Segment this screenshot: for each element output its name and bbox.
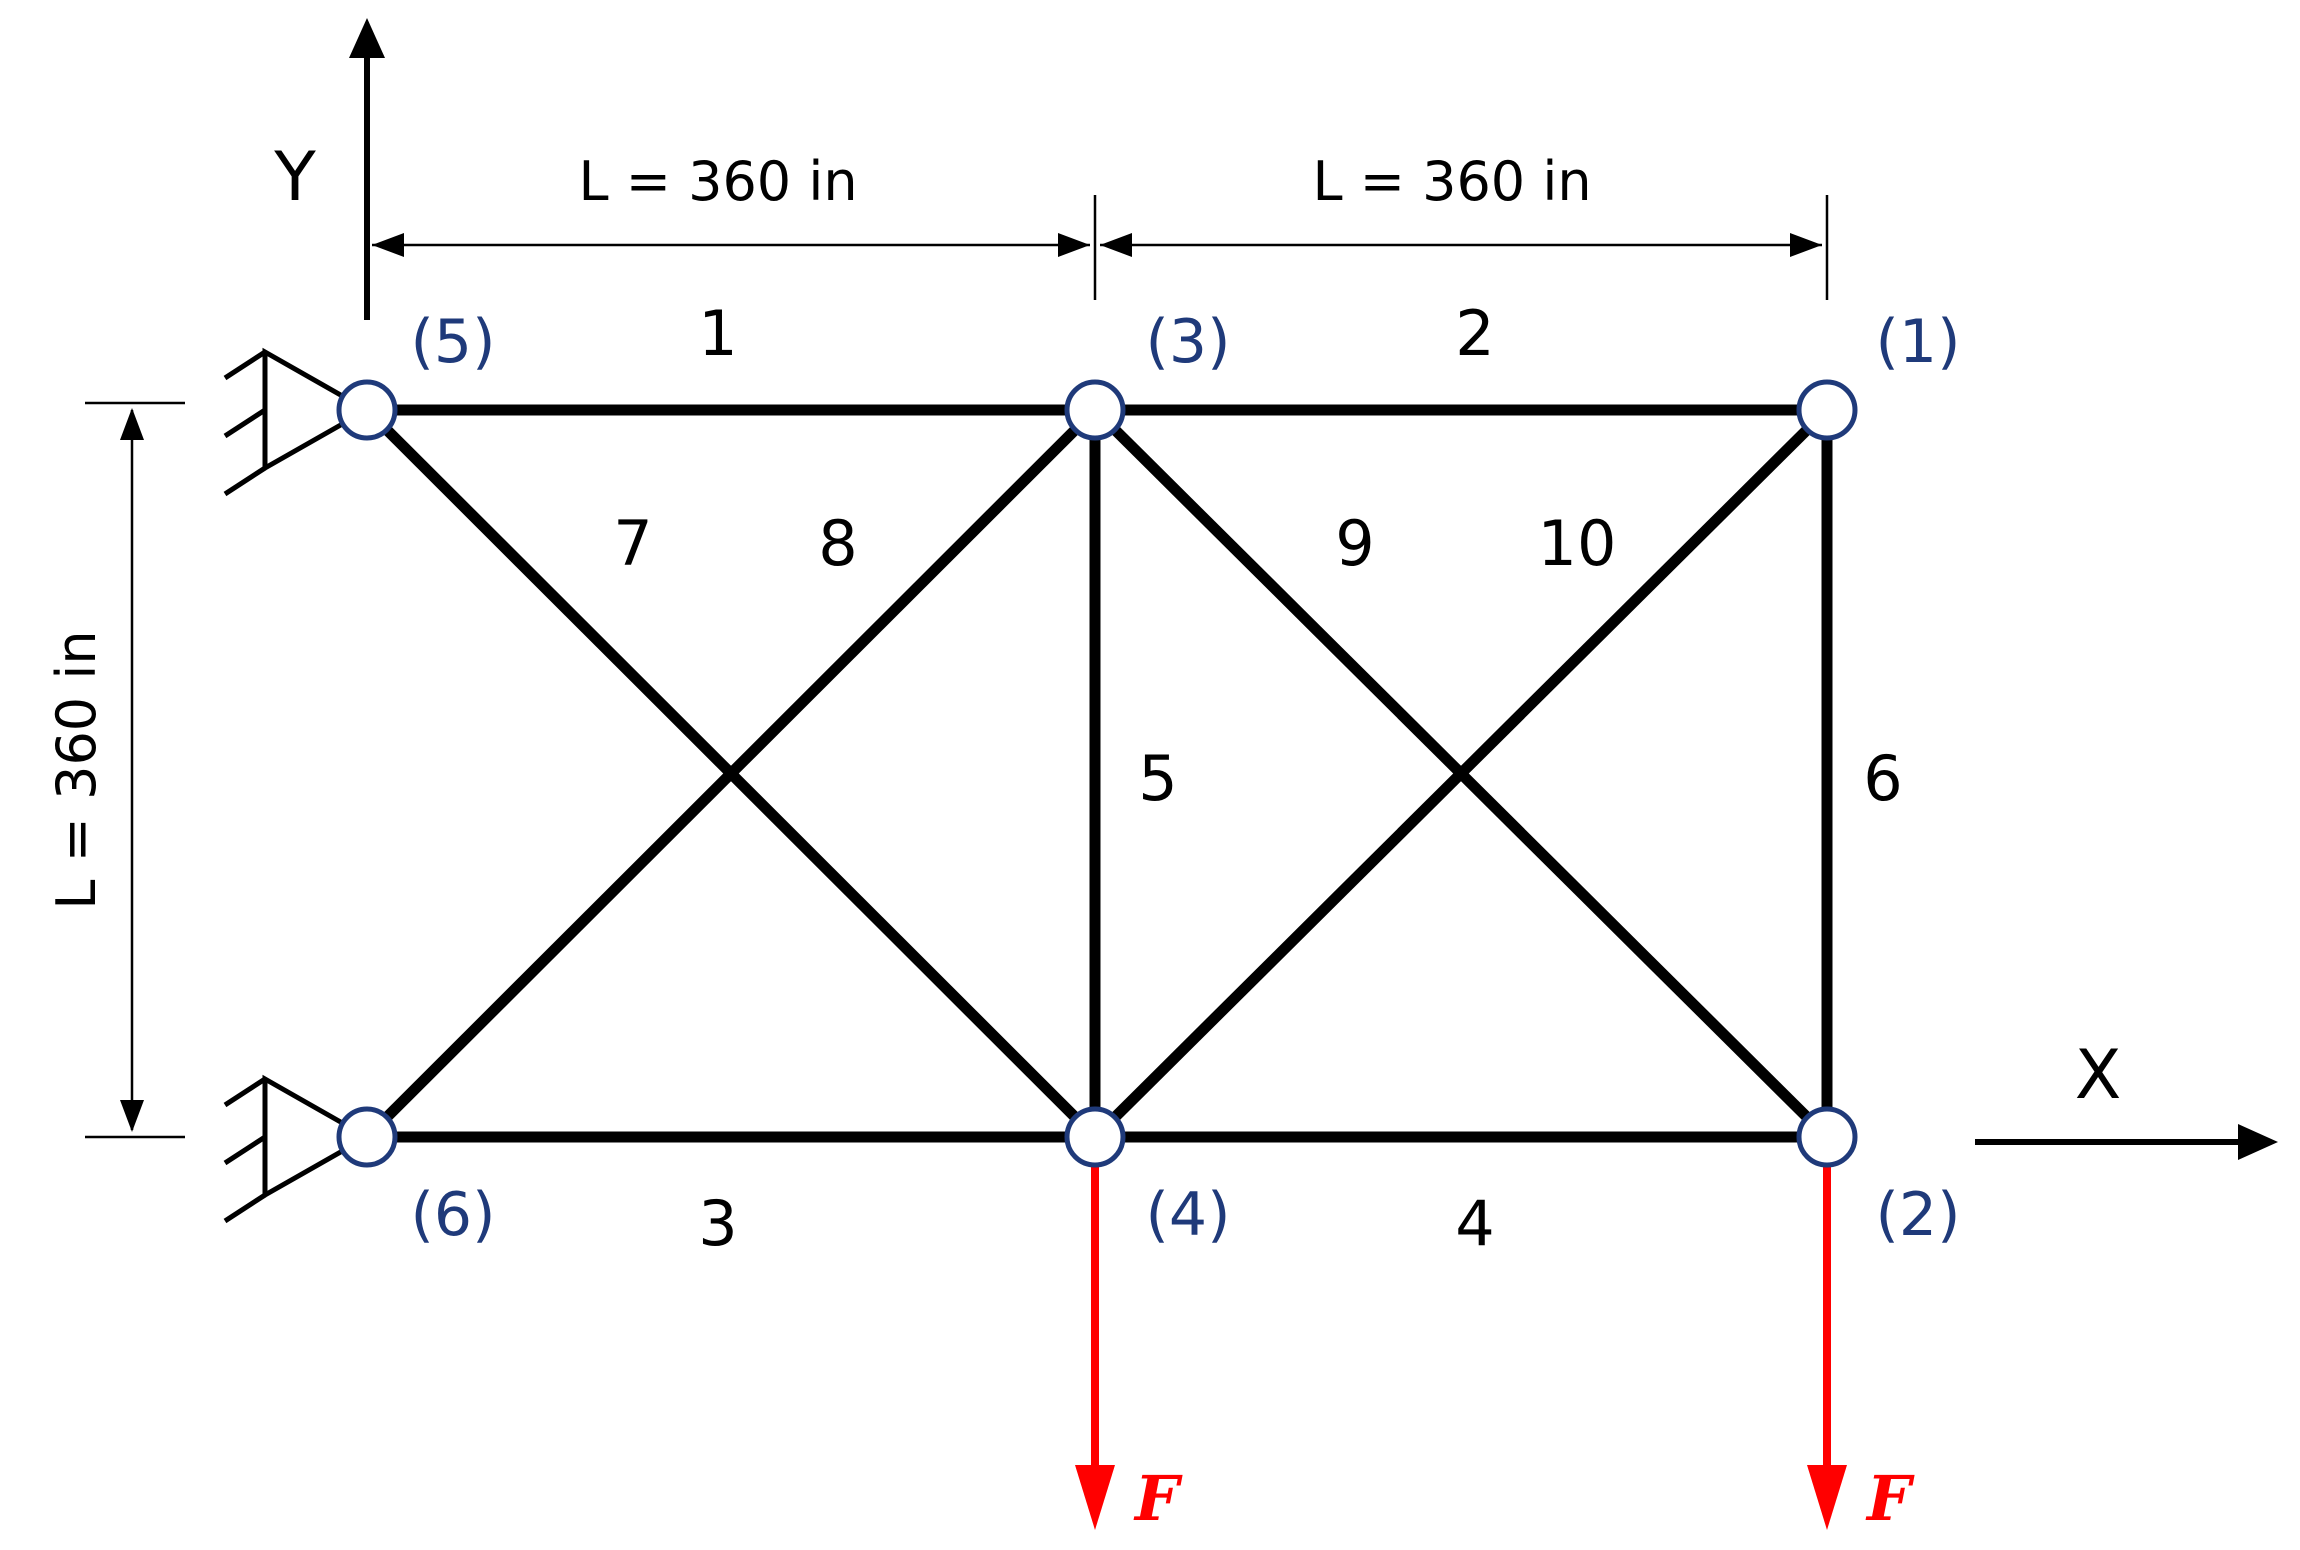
truss-members [363, 404, 1833, 1143]
truss-nodes [336, 379, 1858, 1168]
load-arrowhead [1075, 1465, 1115, 1530]
member-label-6: 6 [1863, 742, 1902, 815]
y-axis-label: Y [273, 138, 316, 217]
member-label-3: 3 [698, 1187, 737, 1260]
node-label-3: (3) [1146, 307, 1231, 377]
support-node-5 [223, 347, 369, 497]
node-label-2: (2) [1876, 1180, 1961, 1250]
load-label: F [1133, 1462, 1183, 1535]
member-label-1: 1 [698, 297, 737, 370]
node-label-4: (4) [1146, 1180, 1231, 1250]
member-label-4: 4 [1455, 1187, 1494, 1260]
node-label-6: (6) [411, 1180, 496, 1250]
node-1 [1796, 379, 1858, 441]
member-10 [1091, 406, 1831, 1141]
dimension-left-vertical: L = 360 in [45, 401, 185, 1139]
member-label-2: 2 [1455, 297, 1494, 370]
truss-labels: (1) (2) (3) (4) (5) (6) 1 2 3 4 5 6 7 8 9 10 [411, 297, 1961, 1260]
node-2 [1796, 1106, 1858, 1168]
x-axis-label: X [2075, 1036, 2122, 1115]
x-axis: X [1975, 1036, 2278, 1160]
load-arrowhead [1807, 1465, 1847, 1530]
support-node-6 [223, 1074, 369, 1224]
member-label-5: 5 [1138, 742, 1177, 815]
y-axis-arrowhead [349, 18, 385, 58]
node-5 [336, 379, 398, 441]
node-6 [336, 1106, 398, 1168]
node-label-1: (1) [1876, 307, 1961, 377]
node-4 [1064, 1106, 1126, 1168]
member-label-8: 8 [818, 507, 857, 580]
x-axis-arrowhead [2238, 1124, 2278, 1160]
dimension-top-right-label: L = 360 in [1312, 150, 1591, 213]
node-label-5: (5) [411, 307, 496, 377]
member-8 [363, 406, 1099, 1141]
load-label: F [1865, 1462, 1915, 1535]
dimension-top-left-label: L = 360 in [578, 150, 857, 213]
dimension-left-vertical-label: L = 360 in [45, 630, 108, 909]
load-node-4: F [1075, 1162, 1183, 1535]
dimension-top-left: L = 360 in [372, 150, 1097, 300]
node-3 [1064, 379, 1126, 441]
member-label-10: 10 [1538, 507, 1617, 580]
y-axis: Y [273, 18, 385, 320]
member-label-7: 7 [613, 507, 652, 580]
dimension-top-right: L = 360 in [1100, 150, 1829, 300]
load-node-2: F [1807, 1162, 1915, 1535]
member-label-9: 9 [1335, 507, 1374, 580]
